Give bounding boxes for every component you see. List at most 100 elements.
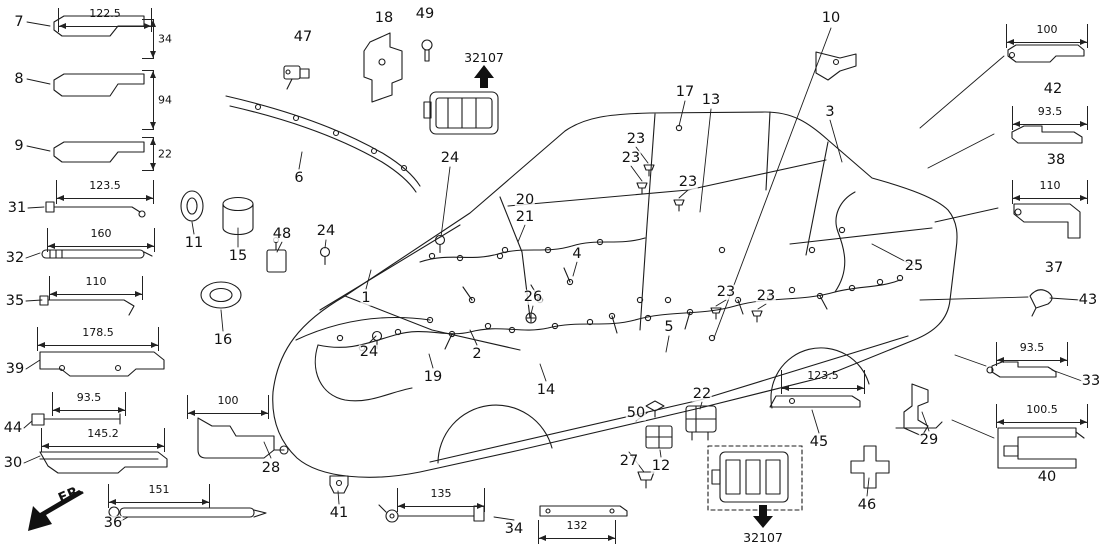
part-callout-17: 17 — [674, 83, 696, 100]
part-40-channel-icon — [997, 427, 1085, 469]
part-37-bracket-icon — [1013, 203, 1081, 239]
part-callout-35: 35 — [4, 292, 26, 309]
part-callout-47: 47 — [292, 28, 314, 45]
dimension-horizontal: 93.5 — [52, 392, 126, 416]
fr-arrow-icon — [28, 490, 84, 531]
part-callout-39: 39 — [4, 360, 26, 377]
part-callout-30: 30 — [2, 454, 24, 471]
dimension-line — [150, 20, 156, 58]
part-callout-27: 27 — [618, 452, 640, 469]
dimension-horizontal: 100 — [1006, 24, 1088, 48]
dimension-horizontal: 160 — [47, 228, 155, 252]
part-callout-15: 15 — [227, 247, 249, 264]
part-callout-6: 6 — [293, 169, 305, 186]
part-callout-45: 45 — [808, 433, 830, 450]
dimension-horizontal: 110 — [49, 276, 143, 300]
part-callout-7: 7 — [13, 13, 25, 30]
dimension-line — [42, 443, 164, 449]
part-callout-21: 21 — [514, 208, 536, 225]
part-16-grommet-icon — [200, 281, 242, 309]
dimension-horizontal: 145.2 — [41, 428, 165, 452]
part-35-bracket-icon — [39, 295, 135, 316]
part-29-bracket-icon — [895, 383, 943, 437]
dimension-value: 93.5 — [1037, 105, 1063, 118]
part-callout-10: 10 — [820, 9, 842, 26]
dimension-value: 22 — [158, 147, 172, 161]
part-callout-25: 25 — [903, 257, 925, 274]
part-32-rod-icon — [41, 249, 153, 259]
dimension-value: 135 — [430, 487, 452, 500]
part-callout-16: 16 — [212, 331, 234, 348]
dimension-value: 34 — [158, 32, 172, 46]
dimension-line — [539, 535, 615, 541]
dimension-value: 100 — [217, 394, 239, 407]
part-47-connector-icon — [283, 65, 310, 90]
part-callout-38: 38 — [1045, 151, 1067, 168]
dimension-line — [1007, 39, 1087, 45]
dimension-horizontal: 123.5 — [56, 180, 154, 204]
part-9-bracket-icon — [53, 141, 145, 163]
part-43-clip-icon — [1029, 289, 1053, 317]
part-44-clip-icon — [31, 413, 121, 426]
wire-harness-lines — [314, 191, 901, 402]
part-callout-42: 42 — [1042, 80, 1064, 97]
part-28-bracket-icon — [197, 417, 289, 459]
part-callout-41: 41 — [328, 504, 350, 521]
dimension-value: 160 — [90, 227, 112, 240]
part-10-bracket-icon — [815, 51, 857, 81]
fuse-box-top-icon — [423, 91, 499, 135]
dimension-value: 122.5 — [89, 7, 121, 20]
part-30-bracket-icon — [39, 451, 168, 474]
part-6-molding-icon — [225, 95, 421, 193]
part-callout-43: 43 — [1077, 291, 1099, 308]
fr-direction-label: FR. — [55, 481, 87, 507]
dimension-value: 110 — [85, 275, 107, 288]
part-callout-13: 13 — [700, 91, 722, 108]
dimension-line — [57, 195, 153, 201]
dimension-horizontal: 132 — [538, 520, 616, 544]
part-callout-19: 19 — [422, 368, 444, 385]
part-callout-22: 22 — [691, 385, 713, 402]
part-49-bolt-icon — [421, 39, 433, 62]
part-31-pipe-icon — [45, 201, 146, 218]
dimension-vertical: 94 — [142, 70, 172, 130]
leader-lines — [23, 21, 1083, 522]
dimension-line — [782, 385, 864, 391]
part-15-canister-icon — [222, 196, 254, 236]
part-8-bracket-icon — [53, 73, 145, 97]
dimension-horizontal: 100 — [187, 395, 269, 419]
dimension-value: 145.2 — [87, 427, 119, 440]
dimension-value: 93.5 — [76, 391, 102, 404]
part-callout-36: 36 — [102, 514, 124, 531]
ref-arrow-down-icon — [753, 505, 773, 528]
part-callout-23: 23 — [715, 283, 737, 300]
part-callout-34: 34 — [503, 520, 525, 537]
part-callout-12: 12 — [650, 457, 672, 474]
dimension-line — [109, 499, 209, 505]
dimension-horizontal: 93.5 — [1012, 106, 1088, 130]
part-callout-50: 50 — [625, 404, 647, 421]
dimension-line — [59, 23, 151, 29]
dimension-horizontal: 123.5 — [781, 370, 865, 394]
dimension-value: 100 — [1036, 23, 1058, 36]
ref-arrow-up-icon — [474, 65, 494, 88]
dimension-line — [150, 71, 156, 129]
part-callout-32: 32 — [4, 249, 26, 266]
part-27-clip-icon — [637, 471, 655, 489]
part-callout-24: 24 — [315, 222, 337, 239]
dimension-horizontal: 178.5 — [37, 327, 159, 351]
part-callout-23: 23 — [625, 130, 647, 147]
part-callout-14: 14 — [535, 381, 557, 398]
part-callout-24: 24 — [439, 149, 461, 166]
dimension-horizontal: 151 — [108, 484, 210, 508]
dimension-horizontal: 110 — [1012, 180, 1088, 204]
part-callout-18: 18 — [373, 9, 395, 26]
part-callout-37: 37 — [1043, 259, 1065, 276]
part-33-bracket-icon — [986, 361, 1057, 378]
part-callout-9: 9 — [13, 137, 25, 154]
part-callout-49: 49 — [414, 5, 436, 22]
dimension-horizontal: 135 — [397, 488, 485, 512]
part-callout-29: 29 — [918, 431, 940, 448]
part-39-bracket-icon — [39, 351, 165, 377]
